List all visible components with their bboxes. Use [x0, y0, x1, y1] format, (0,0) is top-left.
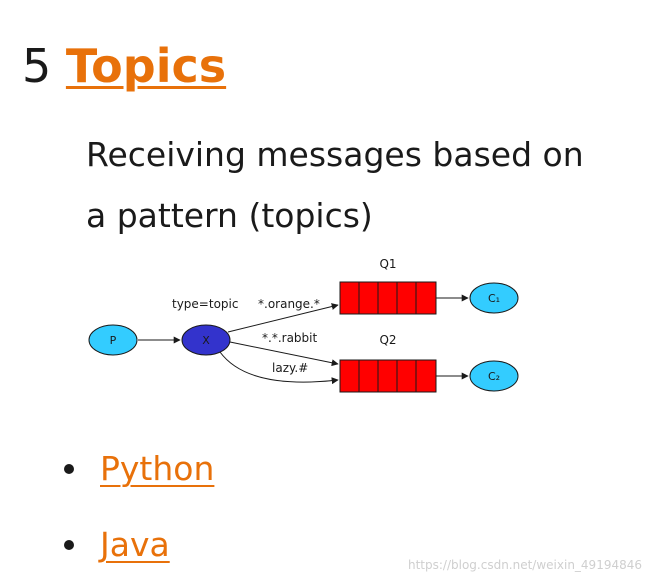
consumer-label-1: C₁ — [488, 292, 500, 305]
topic-exchange-diagram: P X type=topic *.orange.* *.*.rabbit laz… — [88, 257, 519, 393]
java-link[interactable]: Java — [100, 525, 170, 564]
list-item: Java — [60, 512, 214, 588]
binding-arrow-q2-rabbit — [229, 341, 339, 367]
queue-label-q2: Q2 — [379, 333, 396, 347]
binding-label-rabbit: *.*.rabbit — [262, 331, 317, 345]
list-item: Python — [60, 436, 214, 512]
exchange-type-label: type=topic — [172, 297, 238, 311]
binding-label-lazy: lazy.# — [272, 361, 308, 375]
consumer-label-2: C₂ — [488, 370, 500, 383]
language-links-list: Python Java — [60, 436, 214, 588]
section-heading: 5 Topics — [22, 36, 226, 96]
bullet-icon — [64, 464, 74, 474]
python-link[interactable]: Python — [100, 449, 215, 488]
queue-q2 — [339, 359, 437, 393]
bullet-icon — [64, 540, 74, 550]
exchange-label: X — [202, 334, 210, 347]
queue-q1 — [339, 281, 437, 315]
binding-arrow-q1 — [227, 303, 339, 333]
queue-label-q1: Q1 — [379, 257, 396, 271]
watermark: https://blog.csdn.net/weixin_49194846 — [407, 558, 642, 572]
section-number: 5 — [22, 39, 52, 93]
producer-node — [88, 324, 138, 356]
exchange-node — [181, 324, 231, 356]
section-description: Receiving messages based on a pattern (t… — [86, 135, 584, 235]
consumer-node-1 — [469, 282, 519, 314]
binding-label-orange: *.orange.* — [258, 297, 320, 311]
binding-arrow-q2-lazy — [219, 351, 339, 385]
consumer-node-2 — [469, 360, 519, 392]
producer-label: P — [110, 334, 117, 347]
topics-link[interactable]: Topics — [65, 39, 227, 93]
